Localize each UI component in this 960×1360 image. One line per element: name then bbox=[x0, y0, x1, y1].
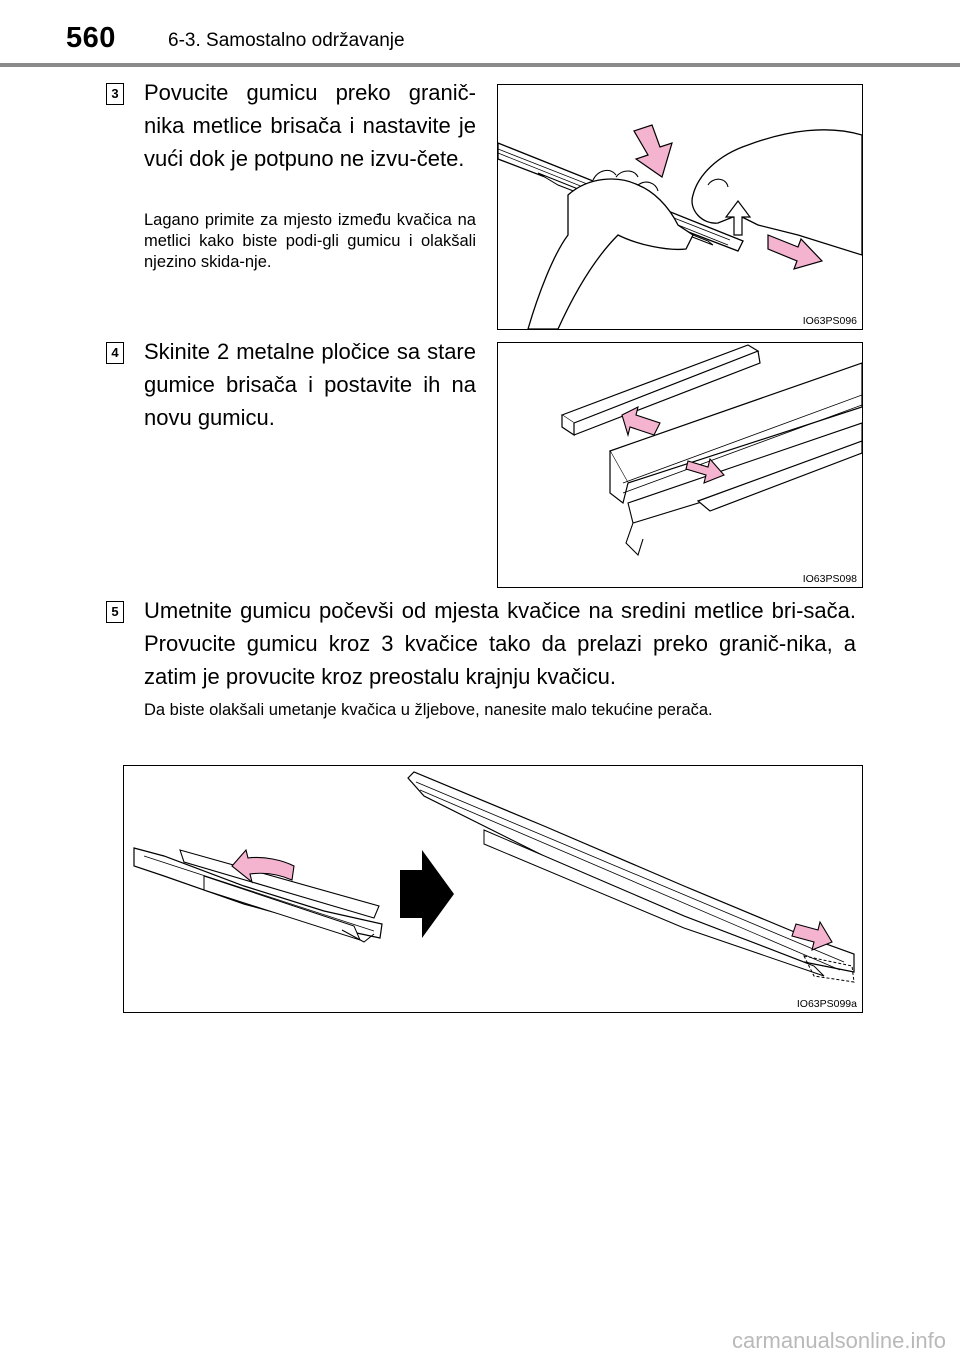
step-3-note: Lagano primite za mjesto između kvačica … bbox=[144, 211, 476, 271]
step-3-instruction: Povucite gumicu preko granič-nika metlic… bbox=[144, 80, 476, 171]
figure-code-098: IO63PS098 bbox=[801, 573, 858, 585]
figure-insert-rubber: IO63PS099a bbox=[123, 765, 863, 1013]
figure-metal-plates-drawing bbox=[560, 344, 862, 557]
watermark: carmanualsonline.info bbox=[731, 1328, 946, 1353]
figure-remove-rubber-drawing bbox=[498, 124, 862, 329]
header-divider bbox=[0, 63, 960, 67]
step-5-badge: 5 bbox=[106, 601, 124, 623]
figure-remove-rubber: IO63PS096 bbox=[497, 84, 863, 330]
step-3-badge: 3 bbox=[106, 83, 124, 105]
step-5-note: Da biste olakšali umetanje kvačica u žlj… bbox=[144, 701, 713, 719]
figure-insert-rubber-drawing bbox=[133, 771, 855, 983]
page-number: 560 bbox=[66, 22, 116, 54]
step-4-badge: 4 bbox=[106, 342, 124, 364]
figure-metal-plates: IO63PS098 bbox=[497, 342, 863, 588]
section-title: 6-3. Samostalno održavanje bbox=[168, 30, 405, 51]
step-4-instruction: Skinite 2 metalne pločice sa stare gumic… bbox=[144, 339, 476, 430]
page-header: 560 6-3. Samostalno održavanje bbox=[0, 0, 960, 70]
figure-code-099a: IO63PS099a bbox=[795, 998, 858, 1010]
figure-code-096: IO63PS096 bbox=[801, 315, 858, 327]
step-5-instruction: Umetnite gumicu počevši od mjesta kvačic… bbox=[144, 598, 856, 689]
